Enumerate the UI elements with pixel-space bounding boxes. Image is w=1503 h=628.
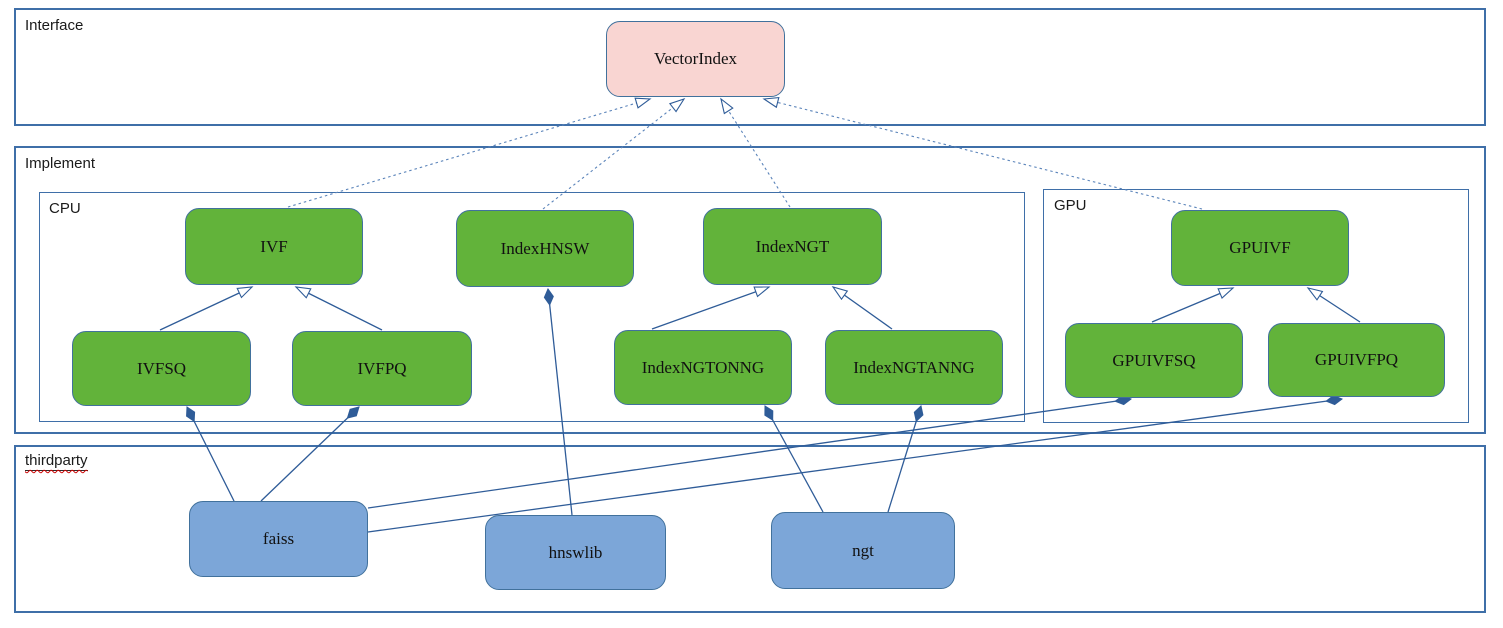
node-ivf[interactable]: IVF (185, 208, 363, 285)
node-gpuivf[interactable]: GPUIVF (1171, 210, 1349, 286)
thirdparty-label-text: thirdparty (25, 452, 88, 471)
node-ngt[interactable]: ngt (771, 512, 955, 589)
edge-ivfpq-ivf[interactable] (294, 286, 383, 331)
edge-faiss-ivfpq[interactable] (260, 407, 359, 502)
cpu-container-label: CPU (49, 200, 81, 217)
node-hnswlib[interactable]: hnswlib (485, 515, 666, 590)
edge-hnswlib-indexhnsw[interactable] (548, 289, 573, 516)
edge-faiss-gpuivfsq[interactable] (367, 399, 1131, 509)
cpu-container[interactable] (39, 192, 1025, 422)
node-indexngtanng[interactable]: IndexNGTANNG (825, 330, 1003, 405)
node-gpuivfsq[interactable]: GPUIVFSQ (1065, 323, 1243, 398)
gpu-container[interactable] (1043, 189, 1469, 423)
thirdparty-container[interactable] (14, 445, 1486, 613)
edge-indexngtonng-indexngt[interactable] (651, 286, 771, 330)
edge-ivfsq-ivf[interactable] (159, 286, 254, 331)
implement-container[interactable] (14, 146, 1486, 434)
interface-container-label: Interface (25, 17, 84, 34)
thirdparty-container-label: thirdparty (25, 452, 88, 471)
edge-ivf-vectorindex[interactable] (287, 97, 652, 208)
edge-gpuivf-vectorindex[interactable] (762, 96, 1203, 210)
node-vectorindex[interactable]: VectorIndex (606, 21, 785, 97)
edge-faiss-gpuivfpq[interactable] (367, 399, 1342, 533)
edge-indexhnsw-vectorindex[interactable] (542, 97, 686, 210)
edge-ngt-indexngtanng[interactable] (887, 406, 921, 513)
gpu-container-label: GPU (1054, 197, 1087, 214)
node-ivfsq[interactable]: IVFSQ (72, 331, 251, 406)
node-indexhnsw[interactable]: IndexHNSW (456, 210, 634, 287)
node-indexngt[interactable]: IndexNGT (703, 208, 882, 285)
node-faiss[interactable]: faiss (189, 501, 368, 577)
edge-gpuivfsq-gpuivf[interactable] (1151, 287, 1235, 323)
interface-container[interactable] (14, 8, 1486, 126)
edge-ngt-indexngtonng[interactable] (765, 406, 824, 513)
node-gpuivfpq[interactable]: GPUIVFPQ (1268, 323, 1445, 397)
edge-indexngt-vectorindex[interactable] (720, 97, 791, 208)
node-ivfpq[interactable]: IVFPQ (292, 331, 472, 406)
edge-indexngtanng-indexngt[interactable] (831, 286, 893, 330)
edge-gpuivfpq-gpuivf[interactable] (1306, 287, 1361, 323)
implement-container-label: Implement (25, 155, 96, 172)
node-indexngtonng[interactable]: IndexNGTONNG (614, 330, 792, 405)
edge-faiss-ivfsq[interactable] (187, 407, 235, 502)
